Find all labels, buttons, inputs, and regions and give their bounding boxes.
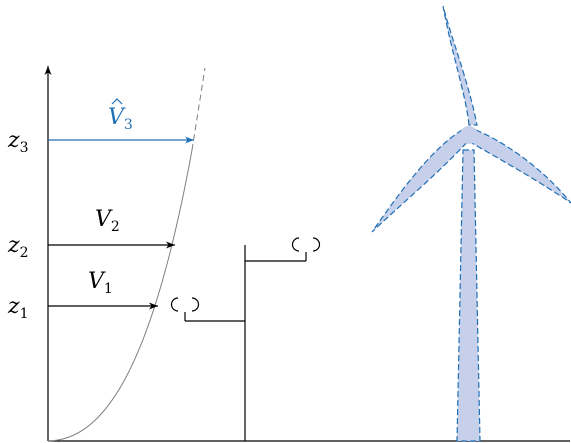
v2-label: V2	[95, 207, 120, 235]
v3-label: V3	[108, 98, 133, 133]
anemometer-icon	[291, 237, 321, 252]
wind-turbine-icon	[371, 5, 571, 442]
wind-profile-curve	[47, 149, 193, 442]
z2-label: z2	[7, 233, 29, 261]
turbine-tower	[456, 149, 481, 442]
z3-label: z3	[7, 128, 29, 156]
anemometer-icon	[170, 297, 200, 312]
turbine-blade-left	[371, 129, 469, 233]
v1-label: V1	[88, 269, 113, 297]
z1-label: z1	[7, 294, 29, 322]
svg-text:V3: V3	[108, 105, 133, 133]
turbine-blade-up	[442, 5, 478, 126]
turbine-hub	[460, 126, 478, 144]
turbine-blade-right	[469, 129, 571, 204]
hat-mark	[111, 98, 123, 105]
wind-profile-extrapolation	[191, 67, 206, 151]
